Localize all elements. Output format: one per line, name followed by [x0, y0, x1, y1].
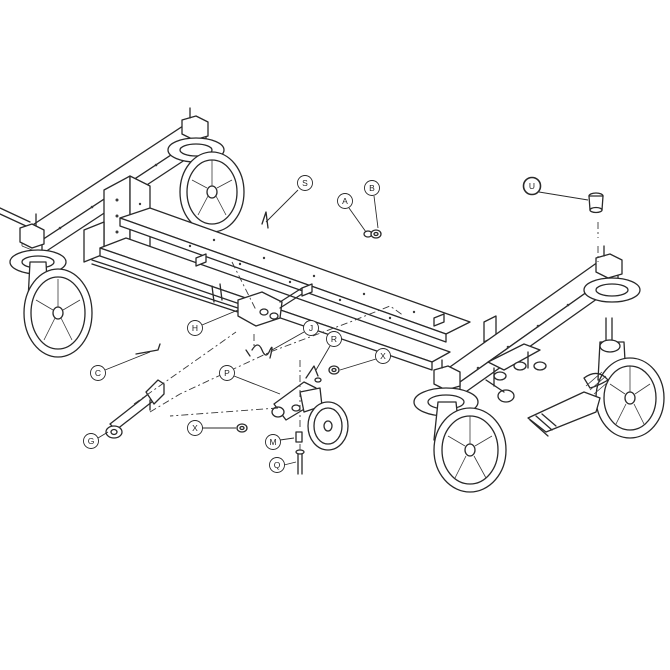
- right-front-caster: [413, 387, 507, 493]
- callout-u: U: [522, 176, 542, 196]
- callout-m: M: [265, 434, 281, 450]
- center-mechanism: [485, 343, 547, 403]
- callout-a: A: [337, 193, 353, 209]
- tie-rod: [91, 259, 303, 327]
- callout-label: U: [529, 181, 535, 191]
- callout-x-upper: X: [375, 348, 391, 364]
- callout-p: P: [219, 365, 235, 381]
- left-rear-caster: [167, 137, 245, 233]
- callout-label: A: [342, 196, 348, 206]
- callout-label: S: [302, 178, 308, 188]
- small-caster-part: [271, 381, 349, 451]
- callout-label: G: [88, 436, 95, 446]
- assembly-centerlines: [133, 222, 599, 450]
- spring-part: [245, 344, 273, 359]
- callout-label: Q: [274, 460, 281, 470]
- left-extension-tube: [0, 207, 31, 227]
- callout-b: B: [364, 180, 380, 196]
- callout-x-lower: X: [187, 420, 203, 436]
- left-front-caster: [9, 249, 93, 358]
- callout-j: J: [303, 320, 319, 336]
- callout-label: J: [309, 323, 313, 333]
- right-rear-caster: [527, 277, 665, 439]
- callout-label: H: [192, 323, 198, 333]
- callout-c: C: [90, 365, 106, 381]
- callout-g: G: [83, 433, 99, 449]
- callout-label: X: [380, 351, 386, 361]
- callout-q: Q: [269, 457, 285, 473]
- exploded-parts: [105, 192, 604, 475]
- callout-label: P: [224, 368, 230, 378]
- callout-label: X: [192, 423, 198, 433]
- callout-label: M: [269, 437, 276, 447]
- callout-s: S: [297, 175, 313, 191]
- callout-label: B: [369, 183, 375, 193]
- callout-label: C: [95, 368, 101, 378]
- callout-r: R: [326, 331, 342, 347]
- callout-label: R: [331, 334, 337, 344]
- leader-lines: [97, 189, 589, 466]
- callout-h: H: [187, 320, 203, 336]
- frame-drawing: [0, 107, 665, 493]
